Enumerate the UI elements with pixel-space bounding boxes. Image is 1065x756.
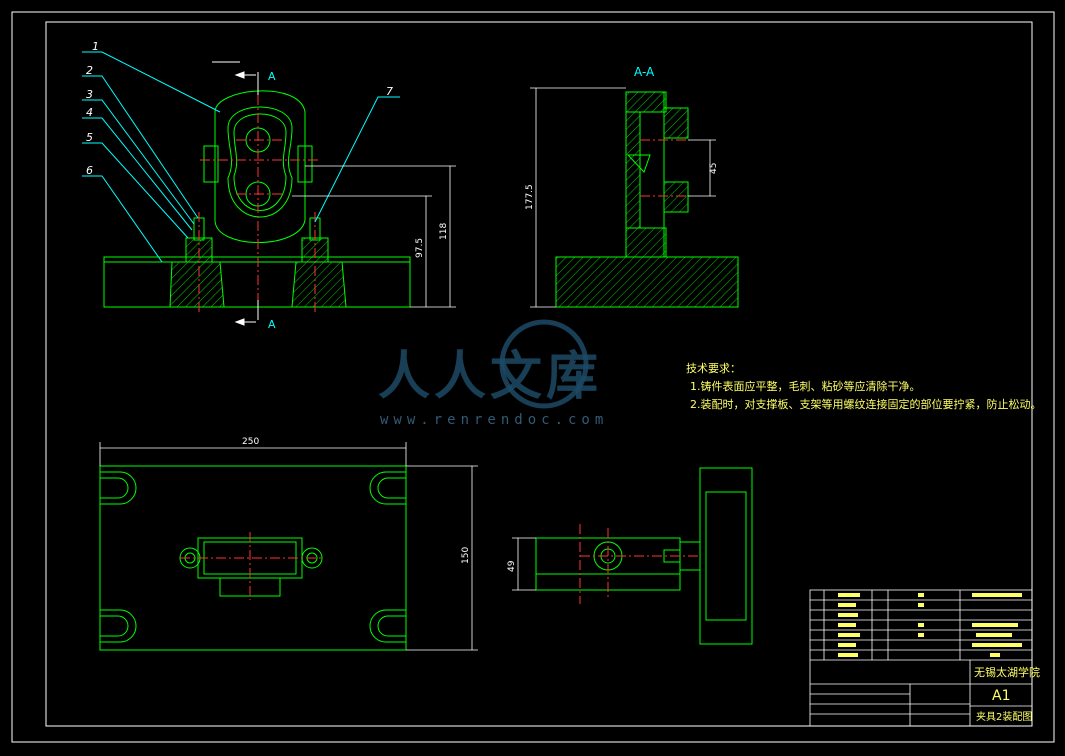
dim-49: 49 — [507, 560, 517, 572]
section-dims — [530, 87, 716, 308]
top-dims — [99, 442, 478, 651]
dim-118: 118 — [439, 223, 449, 240]
technical-requirements: 技术要求： 1.铸件表面应平整，毛刺、粘砂等应清除干净。 2.装配时，对支撑板、… — [686, 360, 1042, 414]
callout-2: 2 — [86, 64, 93, 77]
callout-5: 5 — [86, 131, 93, 144]
front-view — [103, 61, 411, 308]
tech-req-item-1: 1.铸件表面应平整，毛刺、粘砂等应清除干净。 — [690, 380, 921, 393]
dim-150: 150 — [461, 547, 471, 564]
section-markers — [234, 71, 259, 326]
front-view-centerlines — [198, 95, 320, 315]
callout-7: 7 — [386, 85, 393, 98]
section-mark-bottom: A — [268, 318, 276, 331]
tech-req-item-2: 2.装配时，对支撑板、支架等用螺纹连接固定的部位要拧紧，防止松动。 — [690, 398, 1042, 411]
top-view-centerlines — [180, 532, 324, 600]
parts-list-text — [838, 593, 1022, 657]
tech-req-title: 技术要求： — [686, 362, 741, 375]
section-mark-top: A — [268, 70, 276, 83]
dim-97-5: 97.5 — [415, 238, 425, 258]
callout-leaders — [82, 51, 400, 263]
outer-frame — [11, 11, 1055, 743]
school-name: 无锡太湖学院 — [974, 665, 1040, 679]
dim-250: 250 — [242, 437, 259, 447]
drawing-name: 夹具2装配图 — [976, 710, 1032, 723]
section-view — [555, 91, 739, 308]
callout-3: 3 — [86, 88, 93, 101]
callout-4: 4 — [86, 106, 93, 119]
front-dims — [292, 165, 456, 308]
parts-list — [809, 589, 1033, 727]
sheet-size: A1 — [992, 688, 1010, 704]
section-view-centerlines — [640, 139, 690, 197]
side-view-centerlines — [579, 524, 700, 604]
side-dims — [512, 537, 536, 591]
section-title: A-A — [634, 65, 655, 79]
callout-6: 6 — [86, 164, 93, 177]
dim-45: 45 — [709, 163, 719, 174]
callout-1: 1 — [92, 40, 99, 53]
inner-frame — [45, 21, 1033, 727]
dim-177-5: 177.5 — [525, 184, 535, 210]
